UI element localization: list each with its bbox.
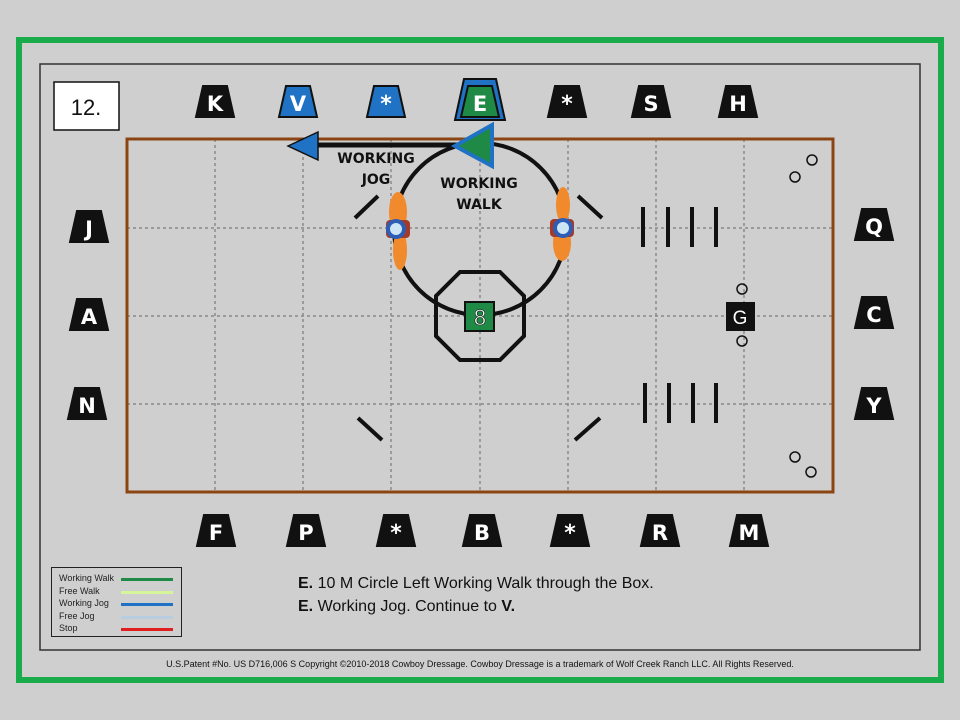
letter-marker-e: E [453,78,507,121]
letter-marker-k: K [194,85,236,118]
letter-label: A [81,305,98,329]
legend-swatch [121,578,173,581]
legend-label: Stop [59,623,78,633]
g-marker-label: G [733,308,748,329]
walk-arrowhead-icon [450,121,494,170]
letter-marker-s: S [630,85,672,118]
letter-marker-star: * [549,514,591,547]
test-number-box [53,81,120,131]
letter-label: E [473,92,487,116]
instruction-1: E. 10 M Circle Left Working Walk through… [298,575,654,593]
horse-rider-right-icon [550,187,574,261]
letter-label: * [561,92,573,117]
legend-label: Free Walk [59,585,100,596]
legend-item: Working Jog [59,598,177,610]
letter-label: N [78,394,96,418]
letter-label: K [207,92,224,116]
letter-label: B [474,521,490,545]
letter-label: F [209,521,223,545]
cone-markers [736,154,818,478]
tick-marks [353,194,718,442]
letter-label: J [83,217,93,241]
letter-marker-v: V [277,85,319,118]
legend-item: Working Walk [59,573,177,585]
letter-label: Y [865,394,882,418]
letter-marker-star: * [546,85,588,118]
letter-label: * [390,521,402,546]
legend-label: Working Jog [59,598,109,608]
instruction-1-letter: E. [298,575,314,592]
instruction-2-tail: V. [501,598,516,615]
arena-letters: K V * E * S H F P * B * R M J A N Q C Y [66,78,895,547]
inner-frame [39,63,921,651]
instruction-1-text: 10 M Circle Left Working Walk through th… [313,575,654,592]
center-marker-label: 8 [474,305,486,330]
outer-frame [16,37,944,683]
legend-label: Free Jog [59,610,95,621]
letter-marker-star: * [365,85,407,118]
legend-item: Free Jog [59,611,177,623]
letter-marker-h: H [717,85,759,118]
letter-label: S [643,92,658,116]
horse-rider-left-icon [386,192,410,270]
letter-marker-q: Q [853,208,895,241]
legend-swatch [121,628,173,631]
jog-arrowhead-icon [286,130,319,162]
letter-label: * [380,92,392,117]
legend-item: Stop [59,623,177,635]
letter-label: H [729,92,747,116]
letter-marker-p: P [285,514,327,547]
test-number: 12. [71,95,102,120]
working-jog-label-1: WORKING [337,151,414,167]
legend-item: Free Walk [59,586,177,598]
letter-label: R [652,521,668,545]
letter-marker-c: C [853,296,895,329]
letter-marker-f: F [195,514,237,547]
octagon-box [434,270,526,362]
instruction-2: E. Working Jog. Continue to V. [298,598,515,616]
letter-marker-m: M [728,514,770,547]
letter-marker-b: B [461,514,503,547]
working-walk-label-1: WORKING [440,176,517,192]
letter-marker-y: Y [853,387,895,420]
letter-marker-j: J [68,210,110,243]
legend-swatch [121,590,173,594]
working-walk-label-2: WALK [456,197,503,213]
legend-label: Working Walk [59,573,115,583]
letter-label: Q [865,215,883,239]
instruction-2-text: Working Jog. Continue to [313,598,502,615]
g-marker [726,302,755,331]
footer-copyright: U.S.Patent #No. US D716,006 S Copyright … [166,659,794,669]
letter-marker-r: R [639,514,681,547]
letter-label: P [298,521,313,545]
legend-swatch [121,603,173,606]
letter-marker-star: * [375,514,417,547]
letter-marker-a: A [68,298,110,331]
center-marker [464,301,495,332]
working-jog-label-2: JOG [361,172,391,188]
letter-marker-n: N [66,387,108,420]
letter-label: * [564,521,576,546]
letter-label: M [739,521,760,545]
letter-label: C [866,303,881,327]
legend-swatch [121,615,173,619]
letter-label: V [290,92,307,116]
instruction-2-letter: E. [298,598,314,615]
